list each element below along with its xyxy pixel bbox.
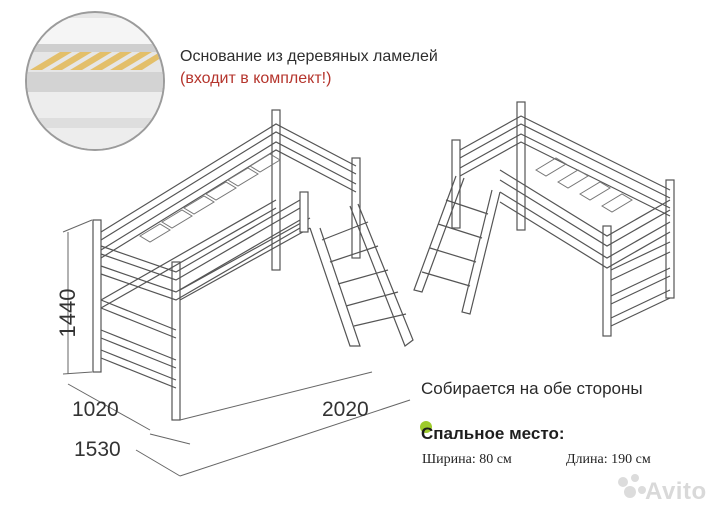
sleeping-width: Ширина: 80 см — [422, 452, 512, 467]
lamella-thumbnail — [25, 11, 165, 151]
bed-right — [413, 101, 675, 337]
length-dimension: 2020 — [322, 398, 369, 421]
width-dimension: 1020 — [72, 398, 119, 421]
sleeping-place-heading: Спальное место: — [421, 424, 565, 443]
lamella-caption: Основание из деревяных ламелей — [180, 48, 438, 65]
included-caption: (входит в комплект!) — [180, 70, 332, 87]
both-sides-caption: Собирается на обе стороны — [421, 379, 643, 398]
avito-watermark: Avito — [645, 478, 707, 505]
bed-left — [92, 109, 414, 421]
sleeping-length: Длина: 190 см — [566, 452, 651, 467]
total-length-dimension: 1530 — [74, 438, 121, 461]
green-dot-icon — [420, 421, 432, 433]
dimension-lines — [62, 219, 411, 477]
height-dimension: 1440 — [55, 288, 80, 338]
avito-logo-icon — [618, 474, 646, 498]
